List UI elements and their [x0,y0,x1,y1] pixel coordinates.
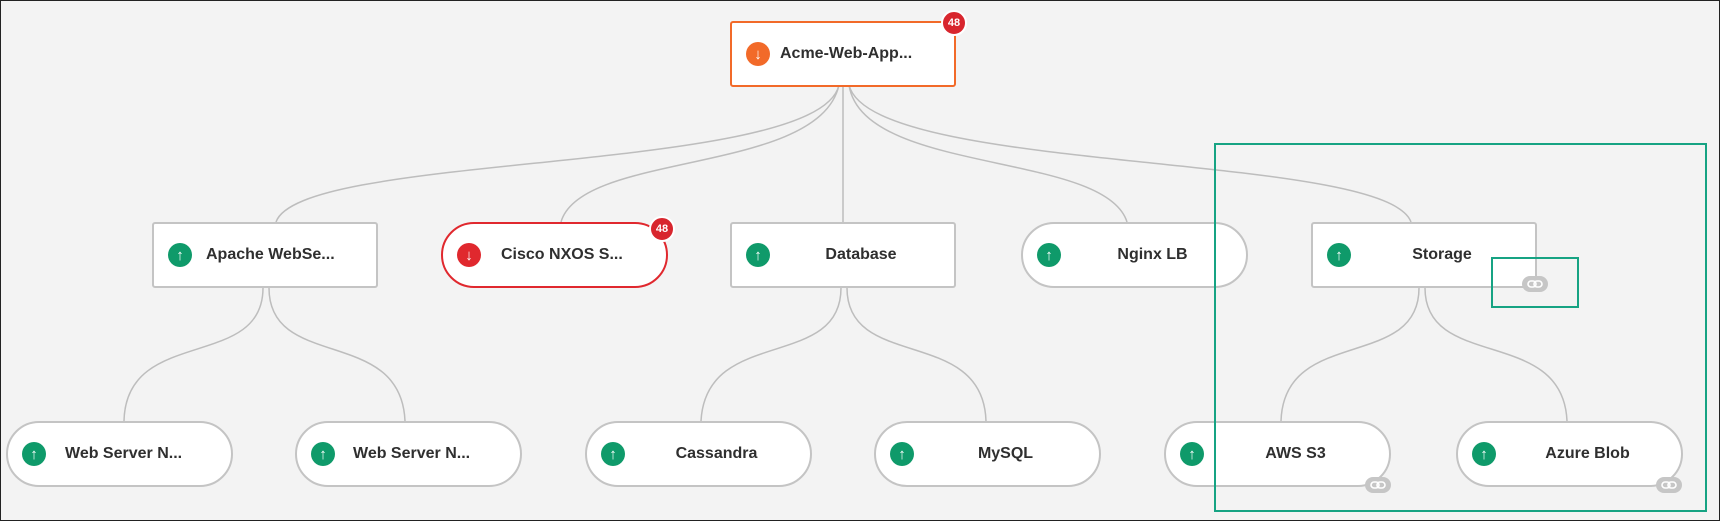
node-acme-web-app[interactable]: ↓ Acme-Web-App... 48 [730,10,967,87]
node-azure-blob[interactable]: ↑ Azure Blob [1456,421,1683,487]
node-label: Cisco NXOS S... [501,246,623,263]
node-label: AWS S3 [1265,445,1326,462]
node-storage[interactable]: ↑ Storage [1311,222,1537,288]
node-label: Cassandra [675,445,758,462]
arrow-up-icon: ↑ [601,442,625,466]
arrow-up-icon: ↑ [22,442,46,466]
node-mysql[interactable]: ↑ MySQL [874,421,1101,487]
alert-count-badge[interactable]: 48 [649,216,675,242]
node-label: MySQL [977,445,1034,462]
node-cisco-nxos[interactable]: ↓ Cisco NXOS S... 48 [441,216,675,288]
node-label: Web Server N... [65,445,183,462]
alert-count-badge[interactable]: 48 [941,10,967,36]
arrow-up-icon: ↑ [746,243,770,267]
arrow-up-icon: ↑ [1327,243,1351,267]
node-web-server-1[interactable]: ↑ Web Server N... [6,421,233,487]
node-apache-webserver[interactable]: ↑ Apache WebSe... [152,222,378,288]
node-label: Database [825,246,897,263]
arrow-up-icon: ↑ [890,442,914,466]
node-label: Acme-Web-App... [780,45,913,62]
link-icon[interactable] [1522,276,1548,292]
connector-database-mysql [846,287,987,422]
node-cassandra[interactable]: ↑ Cassandra [585,421,812,487]
connector-root-nginx [848,84,1128,223]
node-label: Azure Blob [1545,445,1630,462]
arrow-down-icon: ↓ [746,42,770,66]
node-label: Storage [1412,246,1472,263]
node-database[interactable]: ↑ Database [730,222,956,288]
arrow-down-icon: ↓ [457,243,481,267]
arrow-up-icon: ↑ [311,442,335,466]
node-label: Nginx LB [1117,246,1188,263]
connector-database-cassandra [700,287,842,422]
arrow-up-icon: ↑ [1037,243,1061,267]
connector-apache-web1 [123,287,264,422]
link-icon[interactable] [1656,477,1682,493]
connector-storage-azure [1424,287,1568,422]
node-label: Web Server N... [353,445,471,462]
arrow-up-icon: ↑ [1472,442,1496,466]
link-icon[interactable] [1365,477,1391,493]
connector-storage-aws [1280,287,1420,422]
connector-apache-web2 [268,287,406,422]
node-nginx-lb[interactable]: ↑ Nginx LB [1021,222,1248,288]
connector-root-cisco [560,84,840,223]
node-label: Apache WebSe... [206,246,335,263]
connector-root-apache [275,84,840,223]
connector-root-storage [848,84,1412,223]
arrow-up-icon: ↑ [168,243,192,267]
node-aws-s3[interactable]: ↑ AWS S3 [1164,421,1391,487]
node-web-server-2[interactable]: ↑ Web Server N... [295,421,522,487]
arrow-up-icon: ↑ [1180,442,1204,466]
